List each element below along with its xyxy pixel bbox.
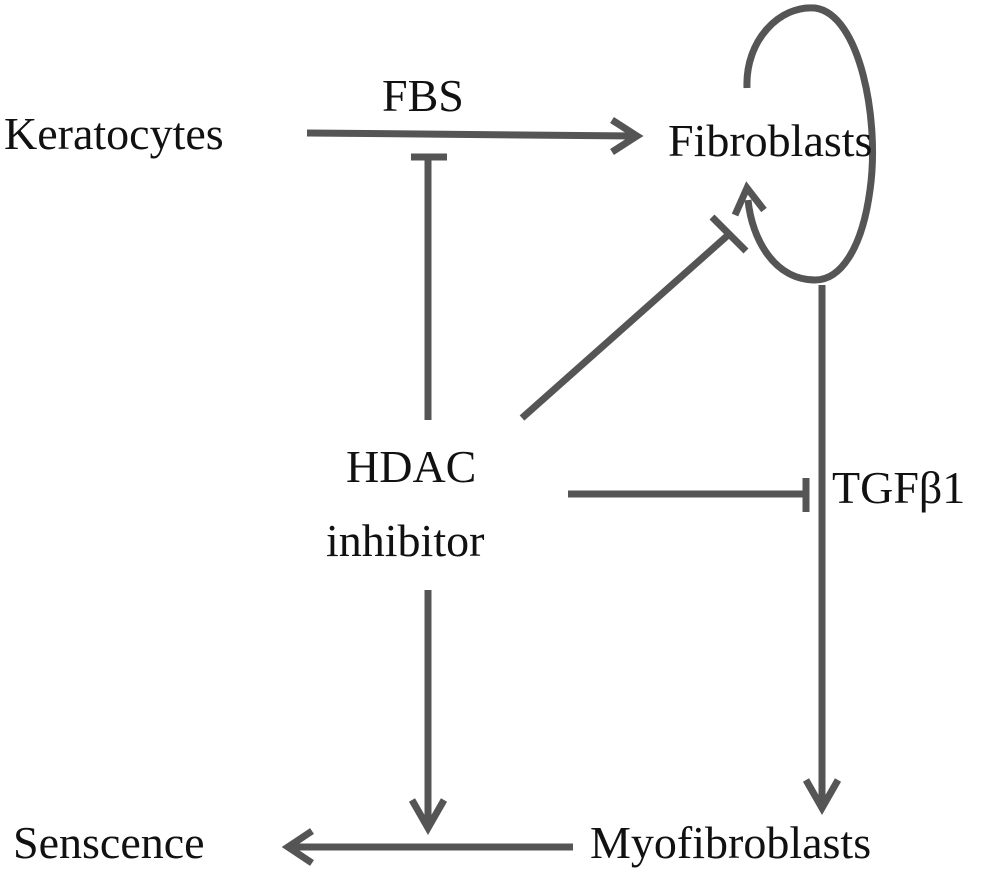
inhibition-bar-loop: [709, 214, 749, 254]
arrowhead-self-loop: [731, 181, 767, 217]
label-tgfb1: TGFβ1: [832, 462, 966, 513]
fibroblast-self-loop: [743, 4, 876, 284]
node-hdac-line1: HDAC: [346, 441, 477, 492]
node-senescence: Senscence: [13, 817, 205, 868]
arrowhead-fibroblasts: [610, 117, 644, 155]
label-fbs: FBS: [382, 70, 464, 121]
arrowhead-myofibroblasts: [802, 778, 842, 816]
node-hdac-line2: inhibitor: [326, 515, 485, 566]
node-myofibroblasts: Myofibroblasts: [590, 817, 872, 868]
arrowhead-hdac-senescence: [408, 798, 448, 836]
node-fibroblasts: Fibroblasts: [668, 115, 873, 166]
arrowhead-senescence: [281, 828, 314, 866]
node-keratocytes: Keratocytes: [4, 108, 224, 159]
edge-hdac-inhibits-loop: [519, 233, 730, 421]
edge-keratocytes-fibroblasts: [306, 129, 636, 140]
